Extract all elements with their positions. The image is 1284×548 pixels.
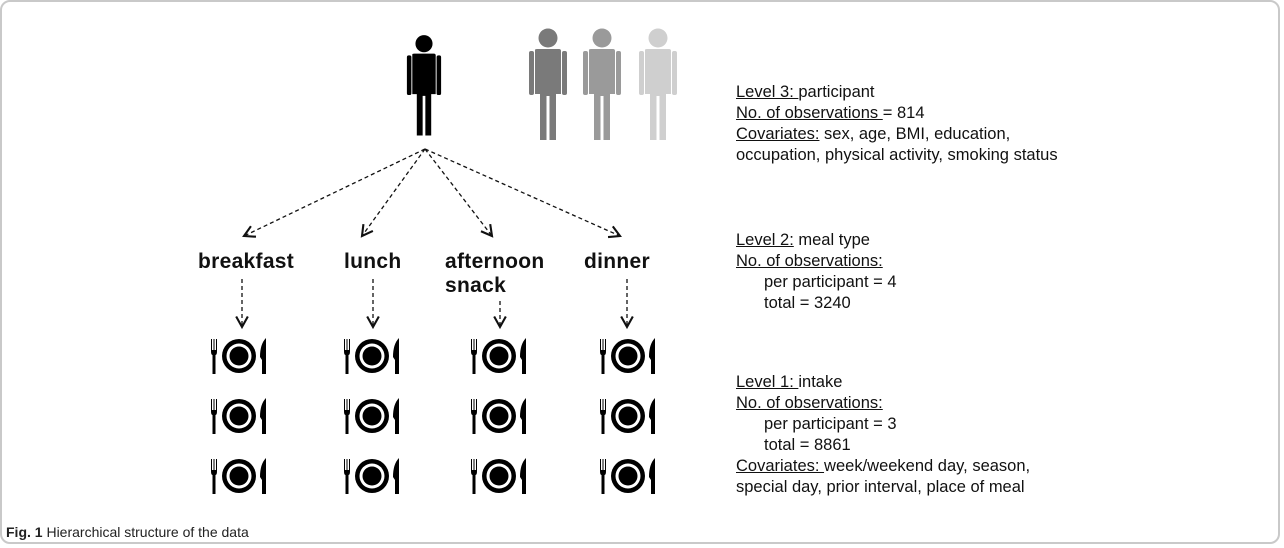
arrows-participant-to-meal-type bbox=[242, 148, 622, 239]
level-1-info: Level 1: intake No. of observations: per… bbox=[736, 372, 1030, 498]
fork-plate-knife-icon bbox=[600, 458, 655, 494]
level-3-obs-value: = 814 bbox=[882, 104, 925, 122]
figure-caption-text: Hierarchical structure of the data bbox=[42, 524, 249, 540]
fork-plate-knife-icon bbox=[471, 338, 526, 374]
arrow-to-lunch bbox=[360, 148, 426, 238]
level-1-covariates-line2: special day, prior interval, place of me… bbox=[736, 478, 1025, 496]
level-2-name: meal type bbox=[793, 231, 870, 249]
meal-type-breakfast: breakfast bbox=[198, 250, 295, 273]
level-3-title: Level 3: bbox=[736, 83, 799, 101]
fork-plate-knife-icon bbox=[211, 458, 266, 494]
level-3-covariates-label: Covariates: bbox=[736, 125, 820, 143]
person-icon bbox=[529, 28, 567, 140]
person-icon bbox=[406, 35, 442, 136]
fork-plate-knife-icon bbox=[600, 338, 655, 374]
level-1-per-participant: per participant = 3 bbox=[764, 415, 897, 433]
level-1-obs-label: No. of observations: bbox=[736, 394, 883, 412]
fork-plate-knife-icon bbox=[471, 458, 526, 494]
intake-icons bbox=[211, 338, 655, 494]
level-2-per-participant: per participant = 4 bbox=[764, 273, 897, 291]
level-2-obs-label: No. of observations: bbox=[736, 252, 883, 270]
arrow-to-afternoon-snack bbox=[424, 148, 494, 238]
fork-plate-knife-icon bbox=[471, 398, 526, 434]
participant-group bbox=[406, 28, 677, 140]
person-icon bbox=[583, 28, 621, 140]
level-1-name: intake bbox=[798, 373, 843, 391]
level-3-covariates-line2: occupation, physical activity, smoking s… bbox=[736, 146, 1058, 164]
figure-label: Fig. 1 bbox=[6, 524, 43, 540]
fork-plate-knife-icon bbox=[600, 398, 655, 434]
level-3-info: Level 3: participant No. of observations… bbox=[736, 82, 1058, 166]
arrow-to-breakfast bbox=[242, 148, 426, 238]
level-1-title: Level 1: bbox=[736, 373, 799, 391]
person-icon bbox=[639, 28, 677, 140]
level-1-covariates: week/weekend day, season, bbox=[824, 457, 1031, 475]
level-2-total: total = 3240 bbox=[764, 294, 851, 312]
fork-plate-knife-icon bbox=[344, 338, 399, 374]
meal-type-dinner: dinner bbox=[584, 250, 650, 273]
fork-plate-knife-icon bbox=[211, 398, 266, 434]
arrows-meal-type-to-intake bbox=[235, 279, 634, 330]
level-2-info: Level 2: meal type No. of observations: … bbox=[736, 230, 897, 314]
level-3-covariates: sex, age, BMI, education, bbox=[819, 125, 1011, 143]
meal-type-lunch: lunch bbox=[344, 250, 402, 273]
level-1-total: total = 8861 bbox=[764, 436, 851, 454]
meal-type-afternoon-snack: afternoon snack bbox=[445, 250, 545, 297]
level-1-covariates-label: Covariates: bbox=[736, 457, 825, 475]
figure-caption: Fig. 1 Hierarchical structure of the dat… bbox=[6, 524, 249, 540]
level-3-obs-label: No. of observations bbox=[736, 104, 883, 122]
arrow-to-dinner bbox=[424, 148, 622, 239]
fork-plate-knife-icon bbox=[344, 458, 399, 494]
level-3-name: participant bbox=[798, 83, 875, 101]
fork-plate-knife-icon bbox=[344, 398, 399, 434]
fork-plate-knife-icon bbox=[211, 338, 266, 374]
level-2-title: Level 2: bbox=[736, 231, 794, 249]
